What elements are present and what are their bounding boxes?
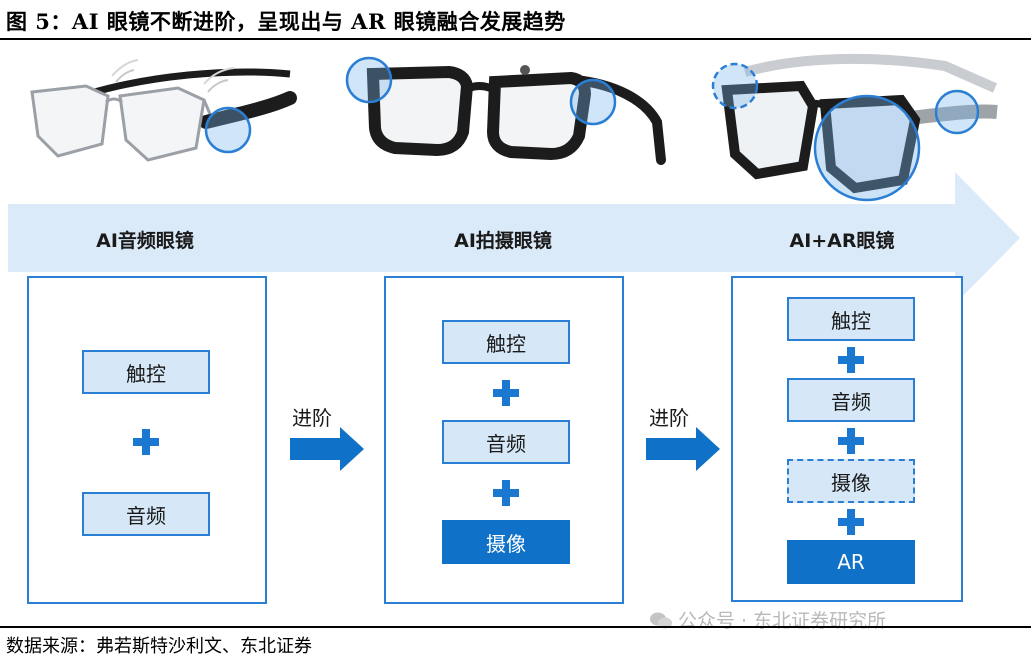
plus-icon	[493, 480, 519, 506]
watermark: 公众号 · 东北证券研究所	[650, 606, 886, 633]
ar-glasses-image	[705, 48, 1005, 213]
feature-camera: 摄像	[442, 520, 570, 564]
bottom-rule	[0, 626, 1031, 628]
feature-camera: 摄像	[787, 459, 915, 503]
plus-icon	[838, 347, 864, 373]
stage-label-camera: AI拍摄眼镜	[393, 226, 613, 253]
audio-glasses-image	[28, 52, 318, 172]
advance-arrow-icon	[288, 425, 366, 473]
advance-arrow-icon	[644, 425, 722, 473]
stage-panel-camera: 触控 音频 摄像	[384, 276, 624, 604]
feature-ar: AR	[787, 540, 915, 584]
feature-audio: 音频	[82, 492, 210, 536]
feature-touch: 触控	[787, 297, 915, 341]
feature-touch: 触控	[442, 320, 570, 364]
feature-audio: 音频	[787, 378, 915, 422]
watermark-text: 公众号 · 东北证券研究所	[678, 610, 886, 632]
camera-glasses-image	[345, 50, 670, 175]
stage-panel-audio: 触控 音频	[27, 276, 267, 604]
stage-panel-ar: 触控 音频 摄像 AR	[731, 276, 963, 602]
plus-icon	[838, 509, 864, 535]
feature-audio: 音频	[442, 420, 570, 464]
plus-icon	[133, 429, 159, 455]
plus-icon	[493, 380, 519, 406]
source-note: 数据来源：弗若斯特沙利文、东北证券	[6, 632, 312, 658]
stage-label-audio: AI音频眼镜	[35, 226, 255, 253]
plus-icon	[838, 428, 864, 454]
feature-touch: 触控	[82, 350, 210, 394]
stage-label-ar: AI+AR眼镜	[732, 226, 952, 253]
